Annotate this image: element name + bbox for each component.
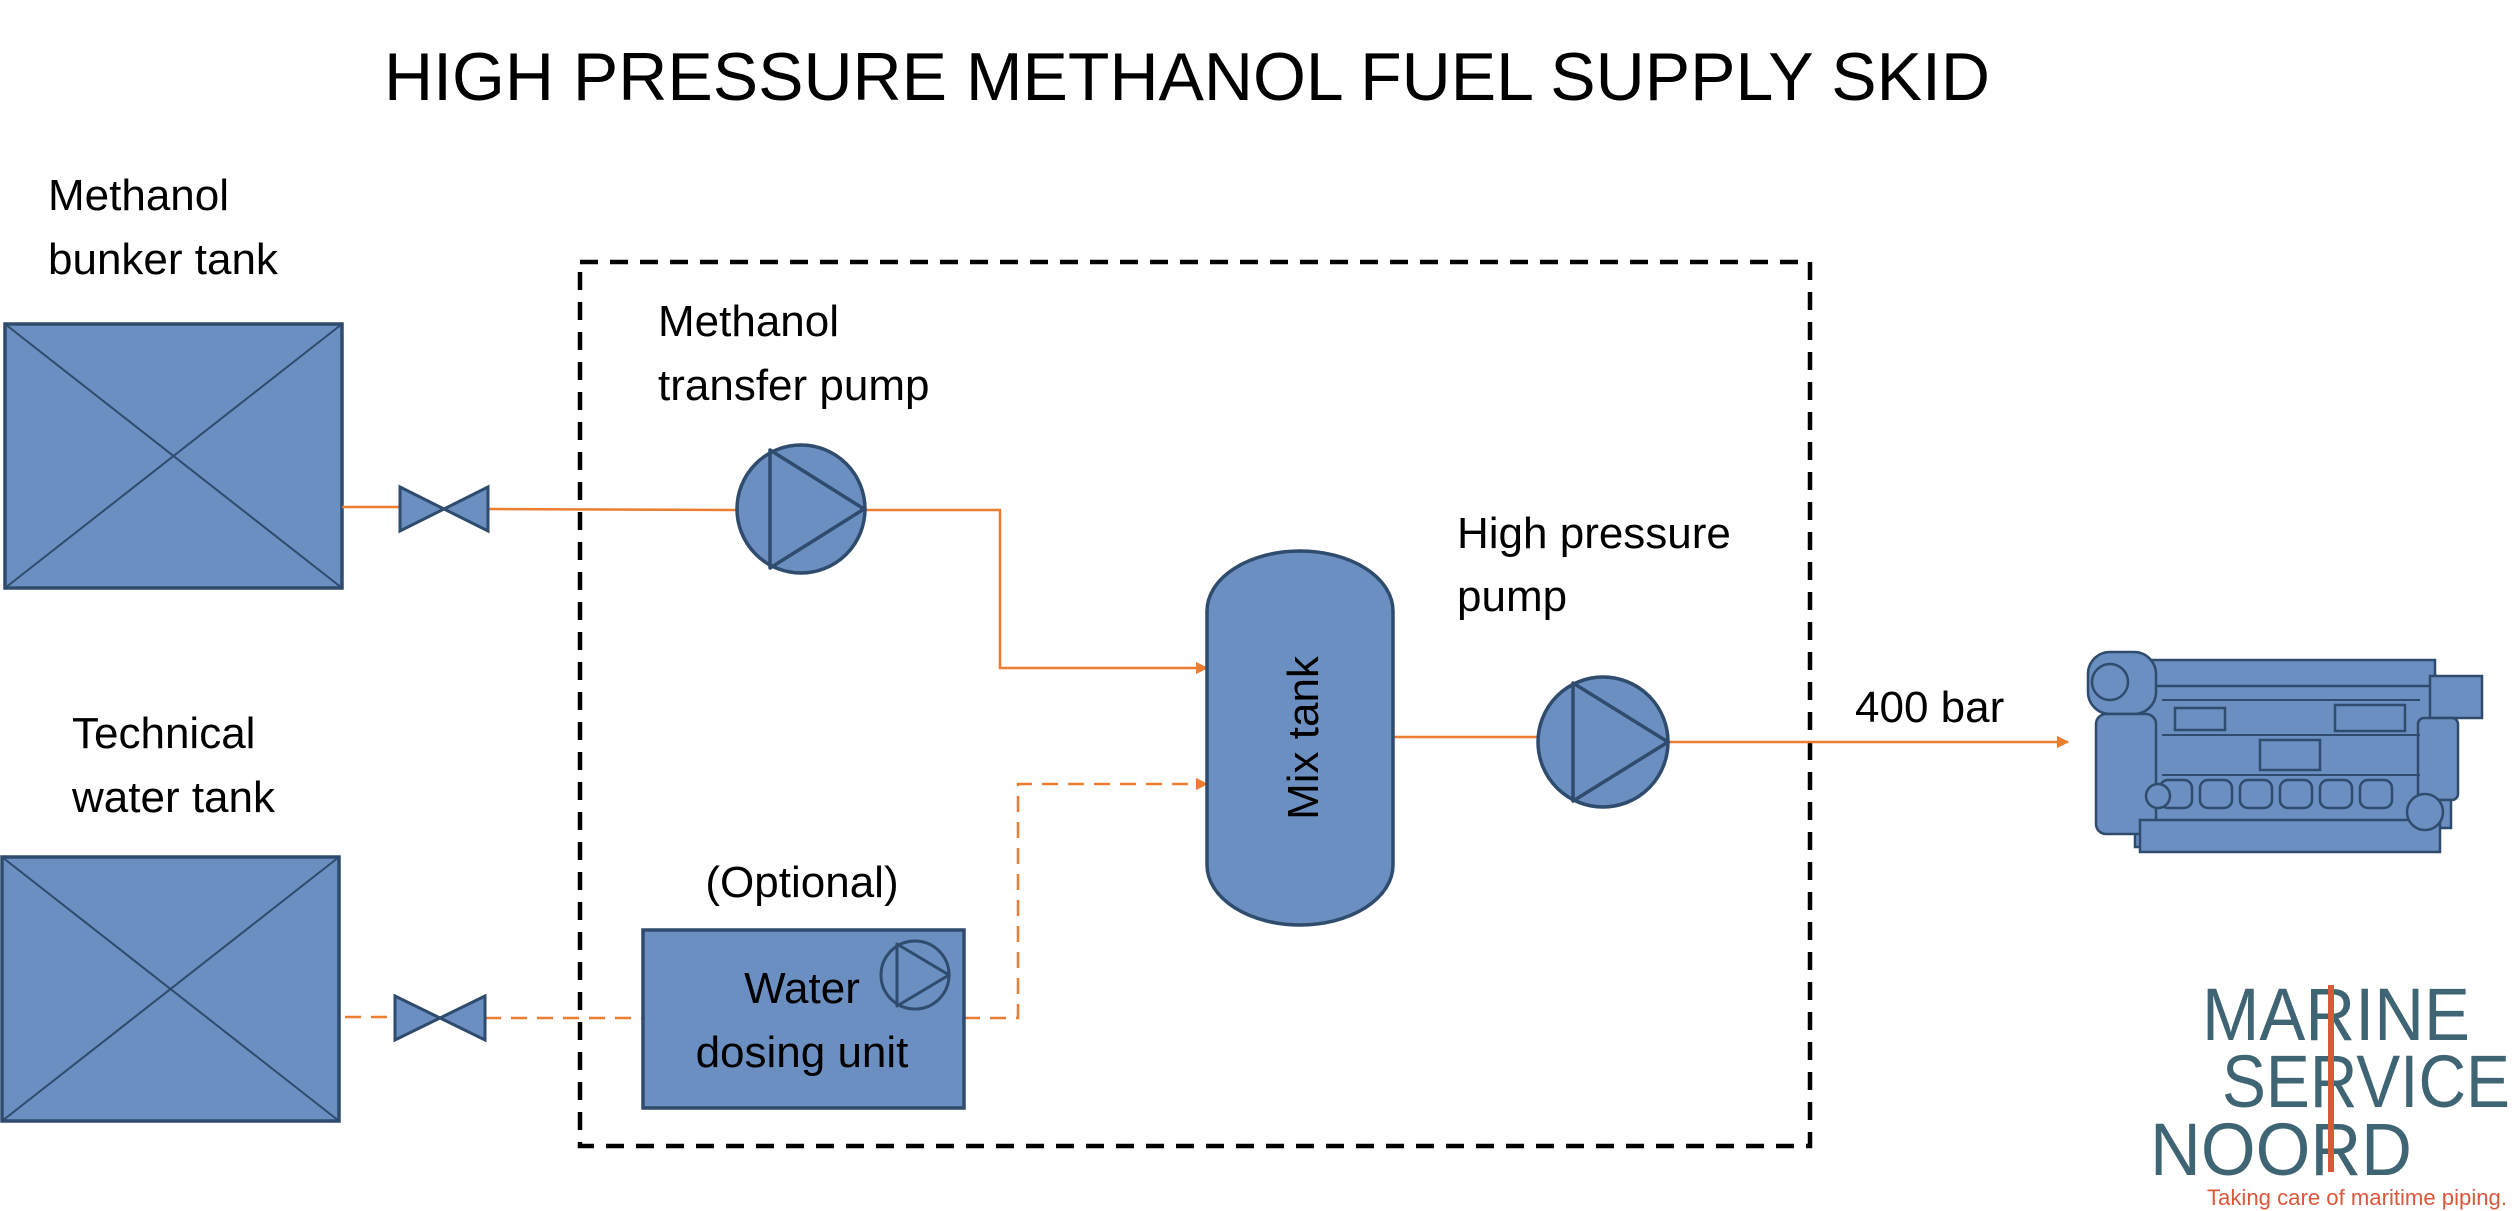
dosing-unit-label-line1: Water [744, 964, 860, 1013]
dosing-pump-icon [879, 939, 951, 1011]
bunker-tank-label-line1: Methanol [48, 171, 229, 220]
transfer-pump-label-line1: Methanol [658, 297, 839, 346]
technical-water-tank [0, 855, 341, 1123]
hp-pump-icon [1536, 675, 1670, 809]
water-dosing-unit [641, 928, 966, 1110]
hp-pump-label-line2: pump [1457, 572, 1567, 621]
bunker-tank-label-line2: bunker tank [48, 235, 279, 284]
dosing-unit-label-line2: dosing unit [696, 1028, 909, 1077]
hp-pump-label-line1: High pressure [1457, 509, 1731, 558]
optional-label: (Optional) [705, 858, 898, 907]
water-pipe [345, 777, 1209, 1020]
transfer-pump-label-line2: transfer pump [658, 361, 929, 410]
transfer-pump-icon [735, 443, 867, 575]
methanol-bunker-tank [3, 322, 344, 590]
mix-tank [1205, 549, 1395, 927]
company-logo: MARINE SERVICE NOORD Taking care of mari… [2150, 973, 2510, 1210]
mix-tank-label: Mix tank [1279, 655, 1328, 820]
water-valve-icon [393, 993, 487, 1043]
methanol-valve-icon [398, 484, 490, 534]
diagram-title: HIGH PRESSURE METHANOL FUEL SUPPLY SKID [384, 39, 1990, 115]
water-tank-label-line2: water tank [71, 773, 276, 822]
skid-boundary [577, 259, 1813, 1149]
water-tank-label-line1: Technical [72, 709, 255, 758]
logo-line-3: NOORD [2150, 1108, 2412, 1191]
logo-line-2: SERVICE [2222, 1040, 2510, 1123]
pressure-label: 400 bar [1855, 683, 2004, 732]
logo-tagline: Taking care of maritime piping. [2207, 1185, 2507, 1210]
methanol-pipe [342, 505, 2070, 749]
logo-line-1: MARINE [2202, 973, 2470, 1056]
engine-icon [2086, 650, 2484, 854]
